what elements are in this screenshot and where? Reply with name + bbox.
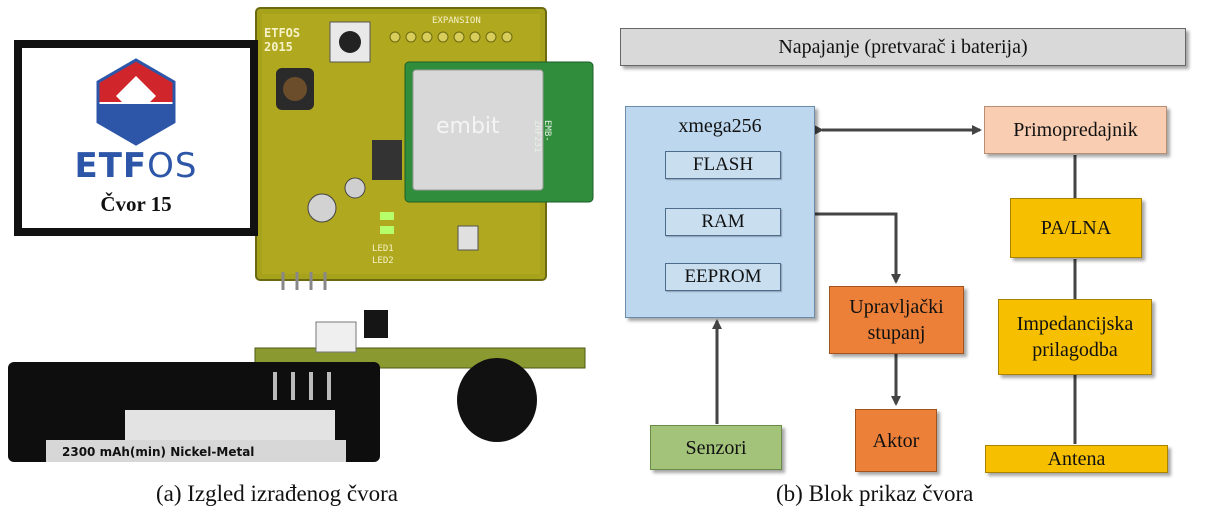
pcb-expansion-label: EXPANSION <box>432 16 481 26</box>
power-label: Napajanje (pretvarač i baterija) <box>778 36 1028 58</box>
node-photo: ETFOS Čvor 15 ETFOS 2015 EXPANSION embit… <box>0 0 600 470</box>
ram-label: RAM <box>701 211 745 232</box>
led1-silk: LED1 <box>372 244 394 254</box>
eeprom-block: EEPROM <box>665 263 781 291</box>
node-label-card: ETFOS Čvor 15 <box>14 40 258 236</box>
eeprom-label: EEPROM <box>684 266 762 287</box>
power-block: Napajanje (pretvarač i baterija) <box>620 28 1186 66</box>
ram-block: RAM <box>665 208 781 236</box>
pa-lna-label: PA/LNA <box>1040 217 1112 239</box>
impedance-label-line1: Impedancijska <box>1016 313 1134 335</box>
impedance-label-line2: prilagodba <box>1032 339 1118 361</box>
node-name-label: Čvor 15 <box>100 192 172 216</box>
caption-right: (b) Blok prikaz čvora <box>776 481 974 506</box>
battery-label-text: 2300 mAh(min) Nickel-Metal <box>62 445 255 459</box>
antenna-block: Antena <box>985 445 1168 473</box>
flash-block: FLASH <box>665 151 781 179</box>
led2-silk: LED2 <box>372 256 394 266</box>
pcb-silk-label: ETFOS <box>264 26 301 40</box>
node-photo-illustration <box>8 7 594 462</box>
caption-left: (a) Izgled izrađenog čvora <box>156 481 398 506</box>
pcb-silk-year: 2015 <box>264 40 293 54</box>
module-brand-text: embit <box>436 114 500 139</box>
mcu-label: xmega256 <box>678 115 762 137</box>
sensors-label: Senzori <box>685 436 747 459</box>
sensors-block: Senzori <box>650 425 782 470</box>
antenna-label: Antena <box>1047 448 1106 470</box>
transceiver-label: Primopredajnik <box>1013 119 1138 141</box>
control-label-line2: stupanj <box>867 322 926 344</box>
etfos-logo-text: ETFOS <box>74 146 198 186</box>
mcu-control-arrow <box>815 212 901 284</box>
pa-lna-block: PA/LNA <box>1010 198 1142 258</box>
impedance-block: Impedancijska prilagodba <box>998 299 1152 375</box>
transceiver-block: Primopredajnik <box>984 106 1167 154</box>
actuator-block: Aktor <box>855 409 937 472</box>
control-label-line1: Upravljački <box>849 296 944 318</box>
control-stage-block: Upravljački stupanj <box>829 286 964 354</box>
actuator-label: Aktor <box>872 429 920 452</box>
flash-label: FLASH <box>692 154 754 175</box>
buzzer <box>457 358 537 442</box>
etfos-logo-icon <box>96 58 176 146</box>
